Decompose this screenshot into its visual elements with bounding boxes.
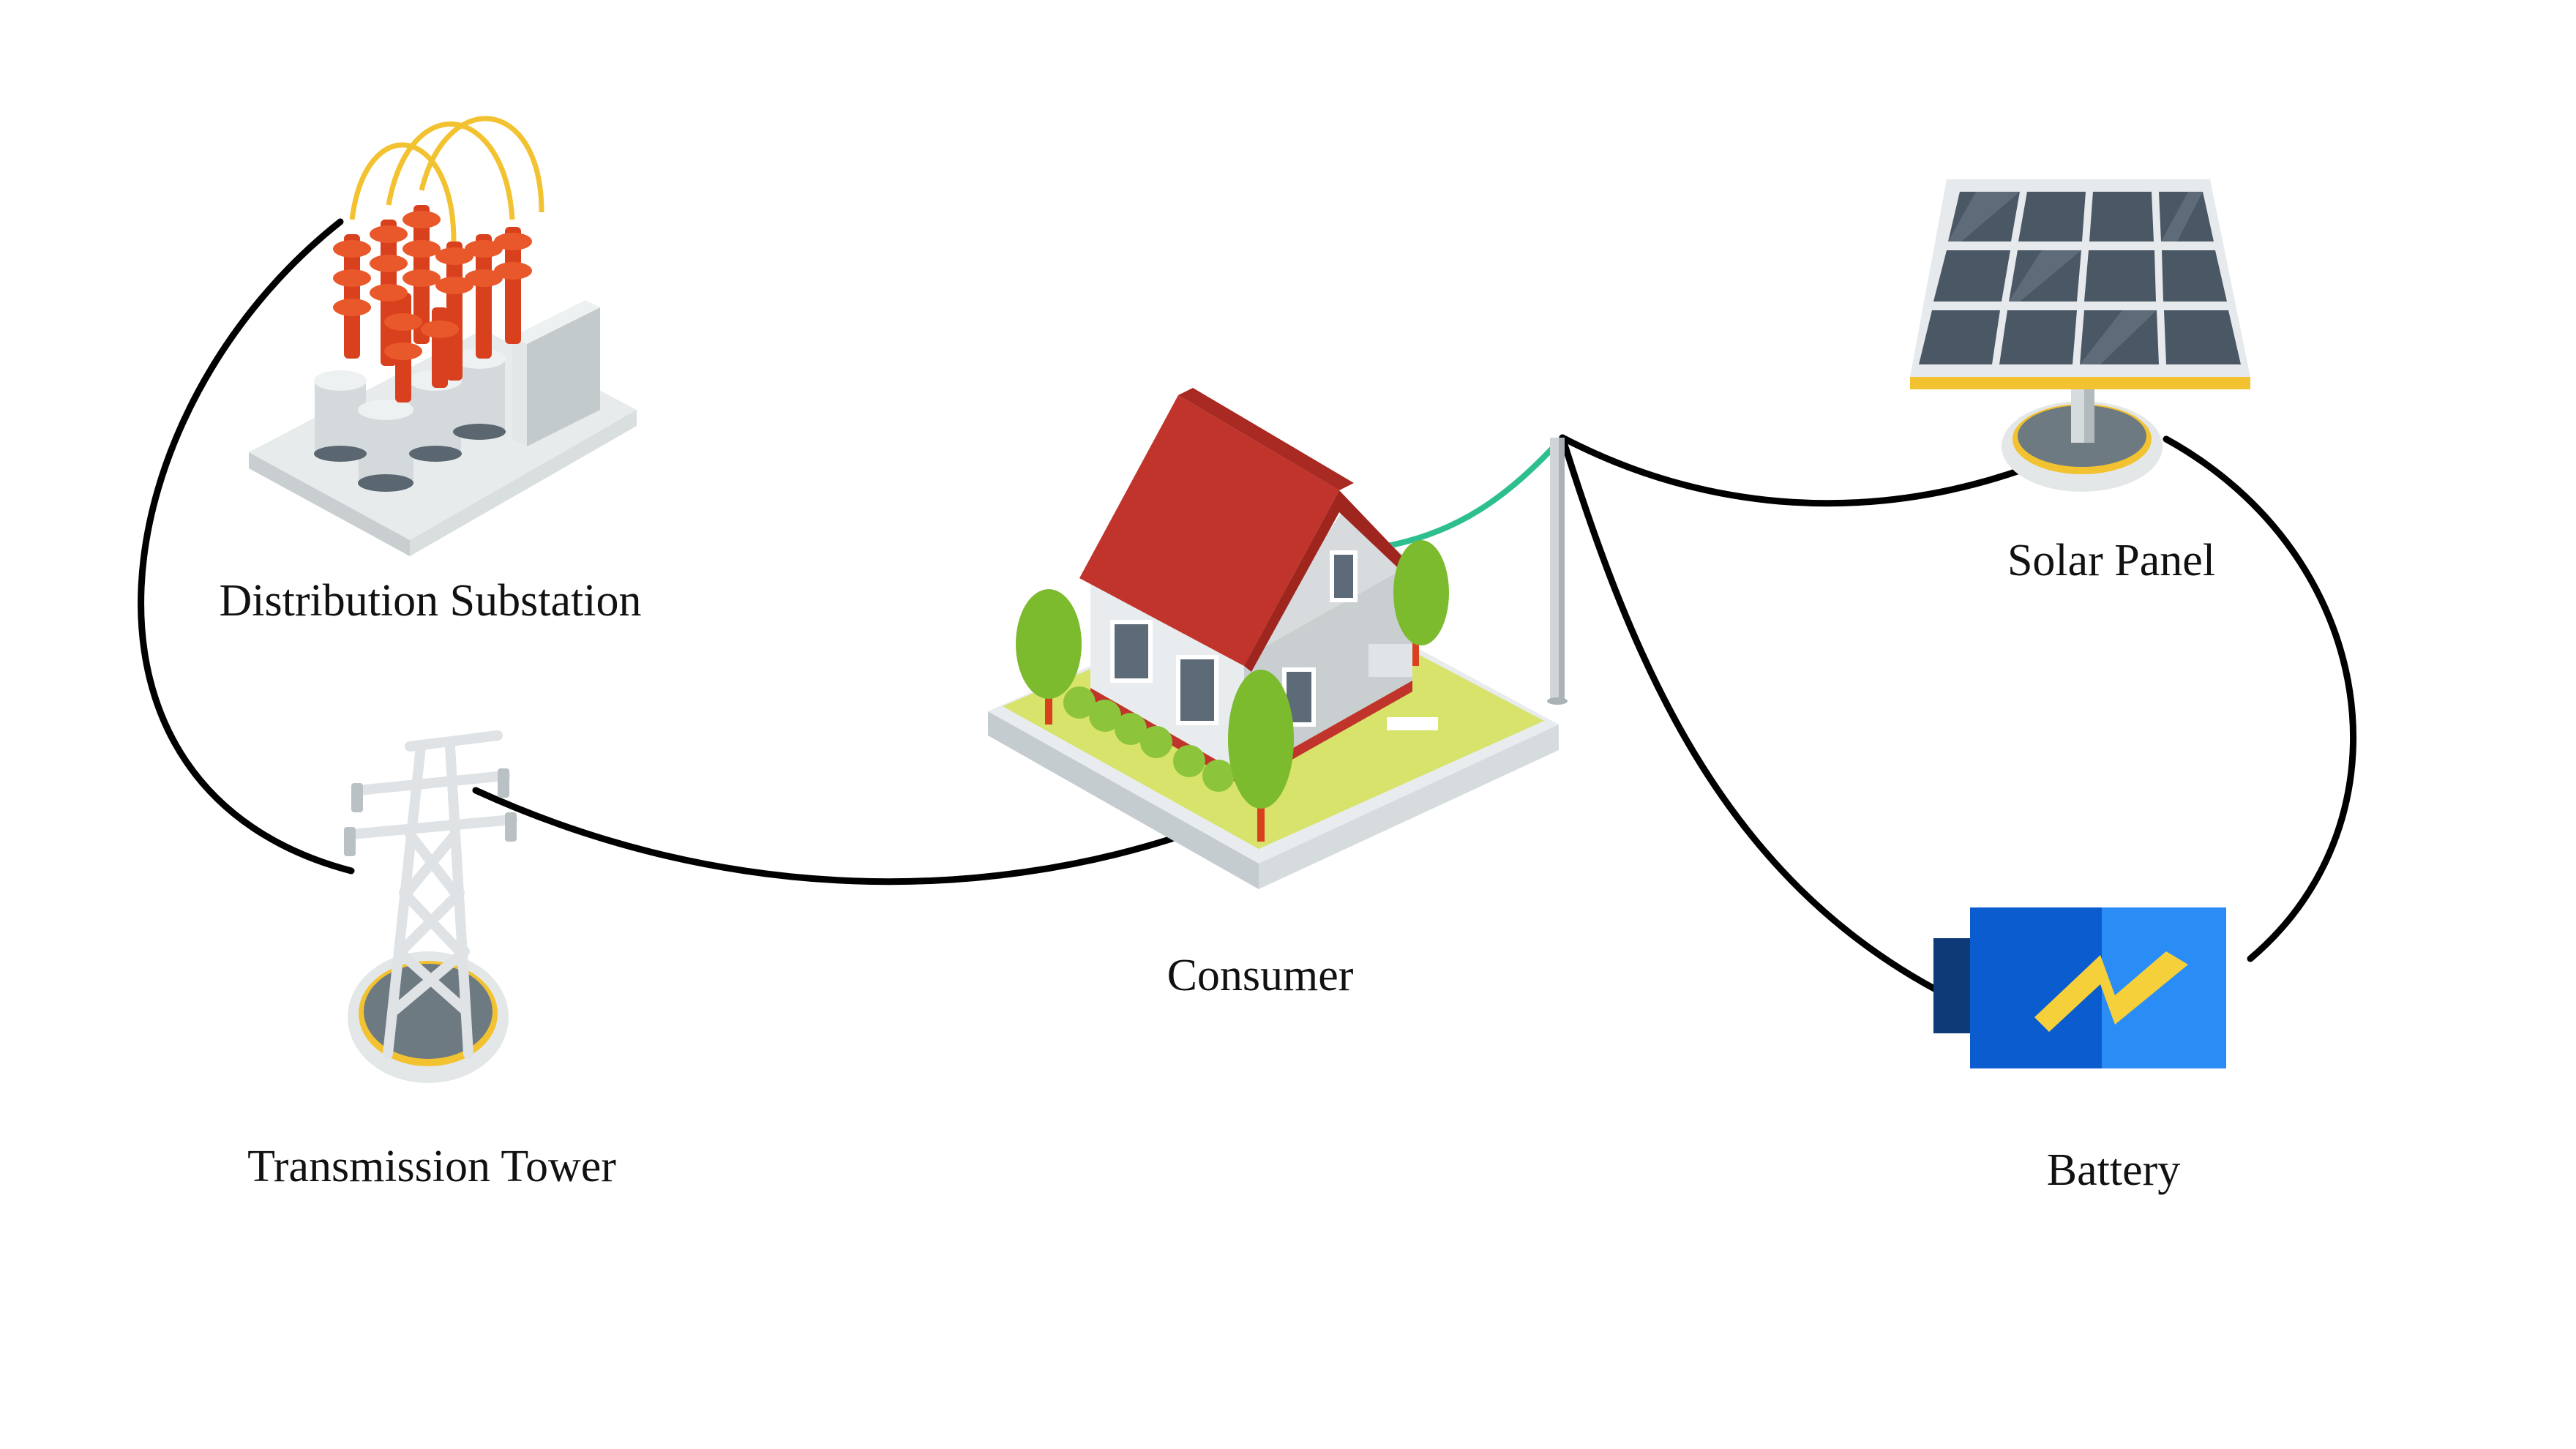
wire-pole-to-solar (1559, 434, 2045, 507)
utility-pole-icon (1547, 438, 1568, 705)
transmission-tower-label: Transmission Tower (247, 1142, 616, 1191)
substation-icon (249, 116, 637, 556)
connection-wires (138, 218, 2356, 999)
wire-substation-to-tower (138, 218, 355, 875)
battery-icon (1933, 907, 2226, 1068)
solar-panel-icon (1910, 179, 2250, 492)
house-icon (988, 388, 1559, 889)
distribution-substation-label: Distribution Substation (219, 576, 642, 626)
wire-solar-to-battery (2163, 435, 2356, 962)
solar-panel-label: Solar Panel (2007, 536, 2216, 585)
transmission-tower-icon (344, 730, 517, 1083)
wire-consumer-to-pole (1377, 435, 1565, 550)
wire-tower-to-consumer (472, 787, 1189, 886)
battery-label: Battery (2046, 1145, 2181, 1195)
wire-pole-to-battery (1559, 434, 1950, 999)
consumer-label: Consumer (1167, 951, 1354, 1000)
